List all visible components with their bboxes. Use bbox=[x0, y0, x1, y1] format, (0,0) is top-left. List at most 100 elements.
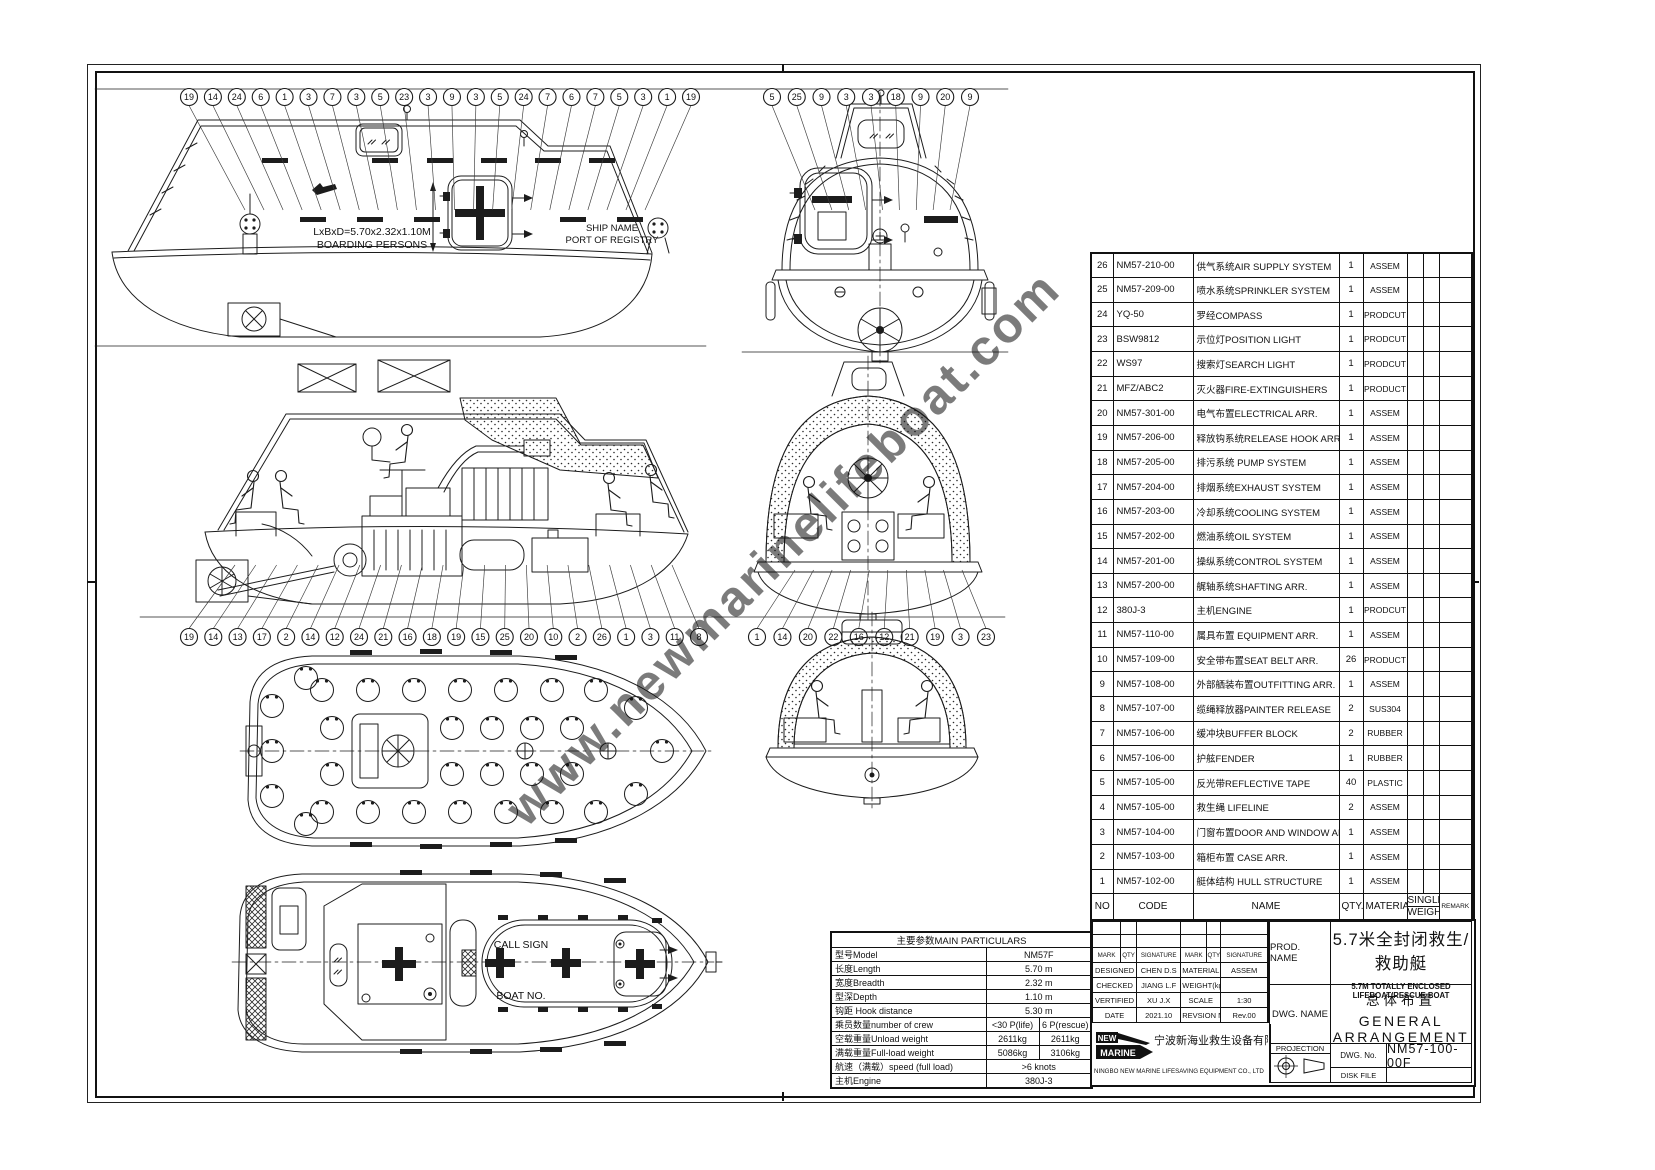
sig-header-signature2: SIGNATURE bbox=[1220, 947, 1269, 963]
boarding-persons-label: BOARDING PERSONS bbox=[317, 239, 427, 251]
frame-tick bbox=[87, 581, 96, 583]
callout-balloon bbox=[911, 87, 930, 107]
steering-wheel bbox=[847, 457, 889, 513]
callout-balloon bbox=[447, 627, 466, 647]
sheet-inner-frame bbox=[95, 71, 1475, 1098]
deck-plan-view: CALL SIGN BOAT NO. bbox=[231, 870, 723, 1054]
company-name-cn: 宁波新海业救生设备有限公司 bbox=[1154, 1035, 1268, 1047]
callout-number: 24 bbox=[519, 92, 529, 102]
company-block: NEW MARINE 宁波新海业救生设备有限公司 NINGBO NEW MARI… bbox=[1092, 1024, 1271, 1083]
console-housing bbox=[323, 883, 447, 1041]
callout-number: 19 bbox=[184, 92, 194, 102]
callout-number: 2 bbox=[284, 632, 289, 642]
engine bbox=[333, 439, 551, 577]
callout-number: 9 bbox=[967, 92, 972, 102]
seating-plan-view bbox=[239, 649, 713, 849]
callout-number: 3 bbox=[641, 92, 646, 102]
callout-balloon bbox=[926, 627, 945, 647]
callout-number: 7 bbox=[330, 92, 335, 102]
hull-logo bbox=[312, 183, 337, 195]
logo-text-marine: MARINE bbox=[1100, 1048, 1136, 1058]
release-hook-fwd bbox=[239, 193, 261, 255]
callout-balloon bbox=[886, 87, 905, 107]
callout-balloon bbox=[418, 87, 438, 107]
console-door-panel bbox=[357, 923, 443, 1005]
callout-number: 3 bbox=[354, 92, 359, 102]
company-name-en: NINGBO NEW MARINE LIFESAVING EQUIPMENT C… bbox=[1094, 1068, 1264, 1075]
callout-balloon bbox=[960, 87, 980, 107]
callout-balloon bbox=[374, 627, 393, 647]
callout-number: 26 bbox=[597, 632, 607, 642]
callout-balloon bbox=[442, 87, 462, 107]
ship-name-label: SHIP NAME bbox=[586, 223, 638, 234]
callout-number: 1 bbox=[665, 92, 670, 102]
callout-number: 24 bbox=[354, 632, 364, 642]
callout-balloon bbox=[347, 87, 366, 107]
callout-number: 6 bbox=[569, 92, 574, 102]
stern-view bbox=[741, 89, 1009, 367]
callout-number: 25 bbox=[792, 92, 802, 102]
side-door bbox=[439, 175, 533, 251]
col-header-weight: SINGLE TOTAL WEIGHT(kg) bbox=[1406, 893, 1440, 921]
dimensions-label: LxBxD=5.70x2.32x1.10M bbox=[313, 226, 431, 238]
callout-balloon bbox=[976, 627, 996, 647]
callout-balloon bbox=[490, 87, 509, 107]
particulars-row: 乘员数量number of crew<30 P(life)6 P(rescue) bbox=[830, 1017, 1093, 1032]
callout-balloon bbox=[471, 627, 490, 647]
propeller-shaft bbox=[217, 565, 335, 597]
deck-crosses bbox=[485, 948, 581, 978]
callout-balloon bbox=[634, 87, 653, 107]
callout-number: 19 bbox=[930, 632, 940, 642]
release-hook-aft bbox=[646, 217, 670, 255]
callout-balloon bbox=[179, 627, 199, 647]
parts-table-header: NO CODE NAME QTY. MATERIAL SINGLE TOTAL … bbox=[1090, 893, 1473, 921]
call-sign-label: CALL SIGN bbox=[494, 939, 548, 951]
hinge-joint bbox=[461, 949, 477, 977]
callout-number: 18 bbox=[891, 92, 901, 102]
logo-text-new: NEW bbox=[1098, 1034, 1117, 1043]
callout-balloon bbox=[371, 87, 390, 107]
callout-balloon bbox=[395, 87, 414, 107]
air-cylinder bbox=[459, 539, 525, 571]
callout-number: 14 bbox=[305, 632, 315, 642]
callout-balloon bbox=[837, 87, 856, 107]
col-header-single: SINGLE bbox=[1408, 895, 1438, 906]
dwg-name-value: 总体布置 GENERAL ARRANGEMENT bbox=[1330, 984, 1472, 1045]
roof-hatch bbox=[355, 123, 403, 157]
buoyancy-foam bbox=[459, 397, 659, 479]
callout-number: 23 bbox=[981, 632, 991, 642]
callout-balloon bbox=[951, 627, 970, 647]
callout-balloon bbox=[568, 627, 587, 647]
callout-number: 14 bbox=[208, 92, 218, 102]
callout-number: 8 bbox=[696, 632, 701, 642]
callout-number: 3 bbox=[868, 92, 873, 102]
callout-number: 9 bbox=[819, 92, 824, 102]
callout-balloon bbox=[277, 627, 296, 647]
boat-no-label: BOAT NO. bbox=[496, 990, 545, 1002]
callout-balloon bbox=[252, 627, 271, 647]
callout-balloon bbox=[747, 627, 767, 647]
callout-balloon bbox=[179, 87, 199, 107]
dwg-name-cn: 总体布置 bbox=[1366, 993, 1436, 1008]
callout-balloon bbox=[665, 627, 684, 647]
callout-balloon bbox=[787, 87, 806, 107]
stern-gear bbox=[195, 559, 313, 605]
prod-name-label: PROD. NAME bbox=[1269, 921, 1331, 985]
callout-balloon bbox=[592, 627, 611, 647]
